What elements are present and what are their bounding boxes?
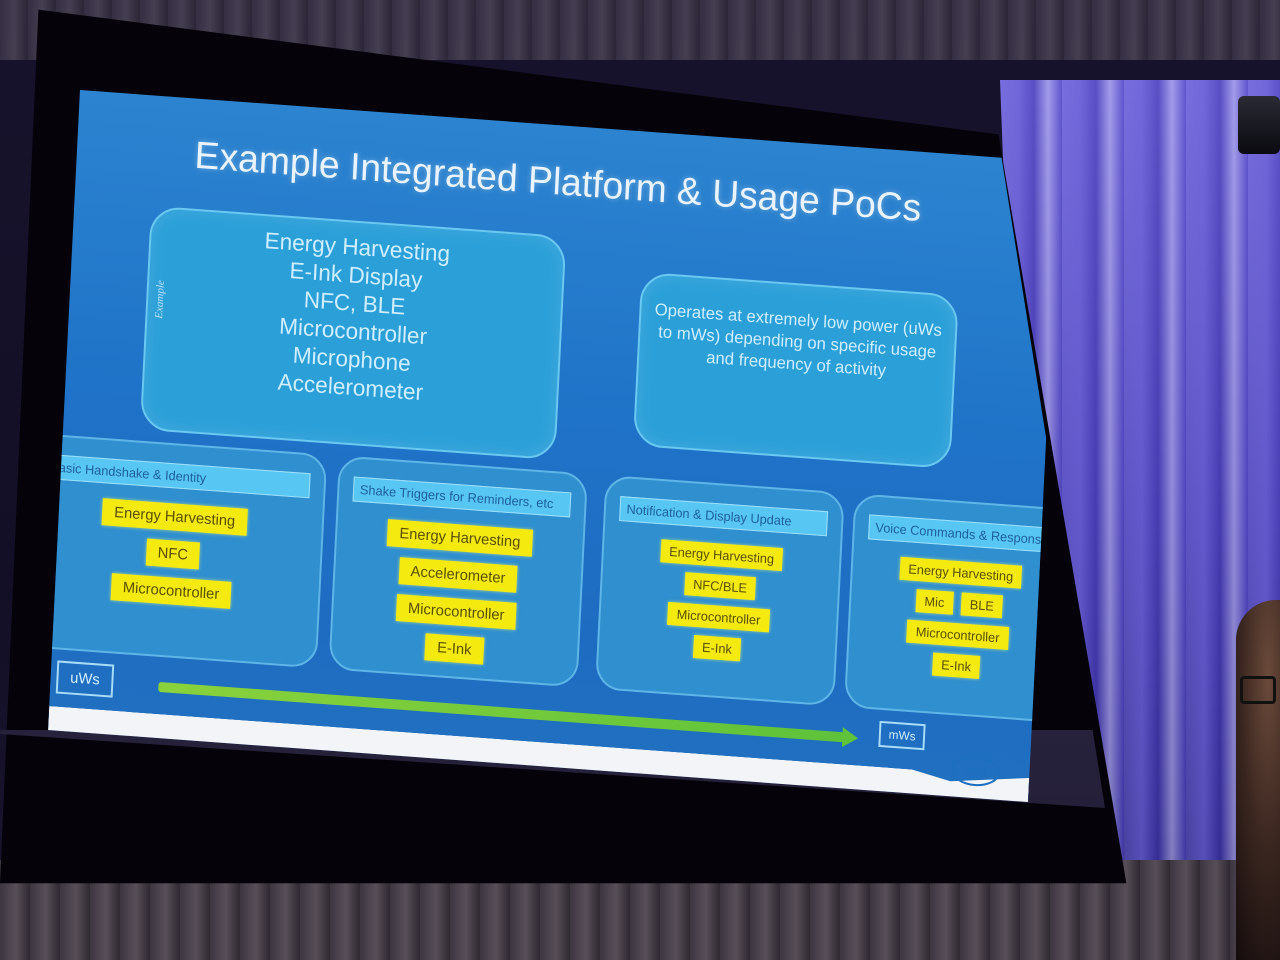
- component-chip: NFC/BLE: [683, 572, 757, 601]
- usage-card-voice: Voice Commands & Response Energy Harvest…: [843, 493, 1060, 724]
- component-chip: NFC: [145, 538, 201, 570]
- usage-card-body: Energy Harvesting Accelerometer Microcon…: [331, 515, 583, 671]
- usage-card-body: Energy Harvesting Mic BLE Microcontrolle…: [848, 553, 1060, 685]
- component-chip: E-Ink: [424, 633, 484, 665]
- component-chip: Energy Harvesting: [659, 539, 784, 572]
- presentation-slide: Example Integrated Platform & Usage PoCs…: [48, 90, 1060, 802]
- component-chip: Microcontroller: [906, 619, 1009, 650]
- usage-card-body: Energy Harvesting NFC Microcontroller: [48, 493, 322, 616]
- power-note-text: Operates at extremely low power (uWs to …: [654, 299, 943, 381]
- usage-card-header: Shake Triggers for Reminders, etc: [352, 476, 572, 518]
- component-chip: Mic: [915, 589, 954, 615]
- usage-card-handshake: Basic Handshake & Identity Energy Harves…: [48, 432, 328, 669]
- chip-row: Mic BLE: [915, 589, 1004, 619]
- usage-card-header: Voice Commands & Response: [868, 514, 1058, 554]
- power-scale-low-label: uWs: [55, 660, 115, 698]
- usage-card-notification: Notification & Display Update Energy Har…: [594, 474, 845, 707]
- usage-card-body: Energy Harvesting NFC/BLE Microcontrolle…: [599, 535, 840, 668]
- usage-card-header: Basic Handshake & Identity: [48, 453, 311, 499]
- power-scale-high-label: mWs: [878, 720, 926, 751]
- power-note-panel: Operates at extremely low power (uWs to …: [632, 271, 959, 470]
- component-chip: Microcontroller: [110, 573, 232, 609]
- component-chip: Microcontroller: [667, 601, 770, 633]
- component-chip: Accelerometer: [398, 557, 518, 593]
- component-chip: BLE: [960, 592, 1004, 619]
- audience-person: [1236, 600, 1280, 960]
- usage-card-shake: Shake Triggers for Reminders, etc Energy…: [328, 455, 589, 688]
- components-panel: Example Energy Harvesting E-Ink Display …: [139, 205, 567, 461]
- glasses-icon: [1240, 676, 1276, 704]
- component-chip: E-Ink: [692, 634, 742, 662]
- ceiling-camera: [1238, 96, 1280, 154]
- usage-card-header: Notification & Display Update: [619, 496, 829, 537]
- component-list: Energy Harvesting E-Ink Display NFC, BLE…: [144, 218, 564, 416]
- component-chip: E-Ink: [931, 652, 981, 679]
- component-chip: Energy Harvesting: [386, 519, 533, 557]
- component-chip: Energy Harvesting: [898, 556, 1023, 589]
- component-chip: Microcontroller: [395, 594, 517, 630]
- component-chip: Energy Harvesting: [101, 498, 248, 536]
